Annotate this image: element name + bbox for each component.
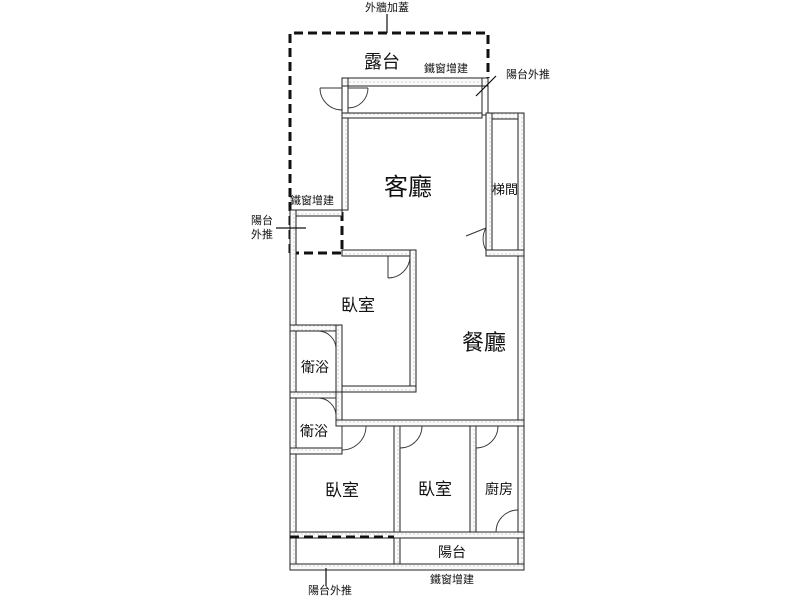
label-iron-window-top: 鐵窗增建 xyxy=(424,61,468,75)
label-balcony-push-bottom: 陽台外推 xyxy=(308,583,352,597)
main-walls xyxy=(289,112,525,571)
label-iron-window-bottom: 鐵窗增建 xyxy=(430,572,474,586)
label-iron-window-left: 鐵窗增建 xyxy=(290,193,334,207)
label-balcony-push-left-line2: 外推 xyxy=(251,227,273,241)
label-bedroom-lower-mid: 臥室 xyxy=(418,480,452,500)
label-balcony-push-top: 陽台外推 xyxy=(506,67,550,81)
label-bedroom-upper: 臥室 xyxy=(341,296,375,316)
label-kitchen: 廚房 xyxy=(485,481,513,498)
label-stairwell: 梯間 xyxy=(492,183,518,198)
leader-lines xyxy=(276,14,497,586)
label-terrace: 露台 xyxy=(364,52,400,73)
doors xyxy=(317,87,519,533)
label-living-room: 客廳 xyxy=(384,173,432,201)
label-balcony-push-left-line1: 陽台 xyxy=(251,213,273,227)
label-dining-room: 餐廳 xyxy=(462,331,506,356)
label-bedroom-lower-left: 臥室 xyxy=(325,481,359,501)
label-bathroom-2: 衛浴 xyxy=(300,424,328,440)
terrace-window-strip xyxy=(341,77,489,116)
label-extension-roof: 外牆加蓋 xyxy=(365,0,409,14)
label-bathroom-1: 衛浴 xyxy=(301,360,329,376)
label-balcony-bottom: 陽台 xyxy=(438,545,466,561)
